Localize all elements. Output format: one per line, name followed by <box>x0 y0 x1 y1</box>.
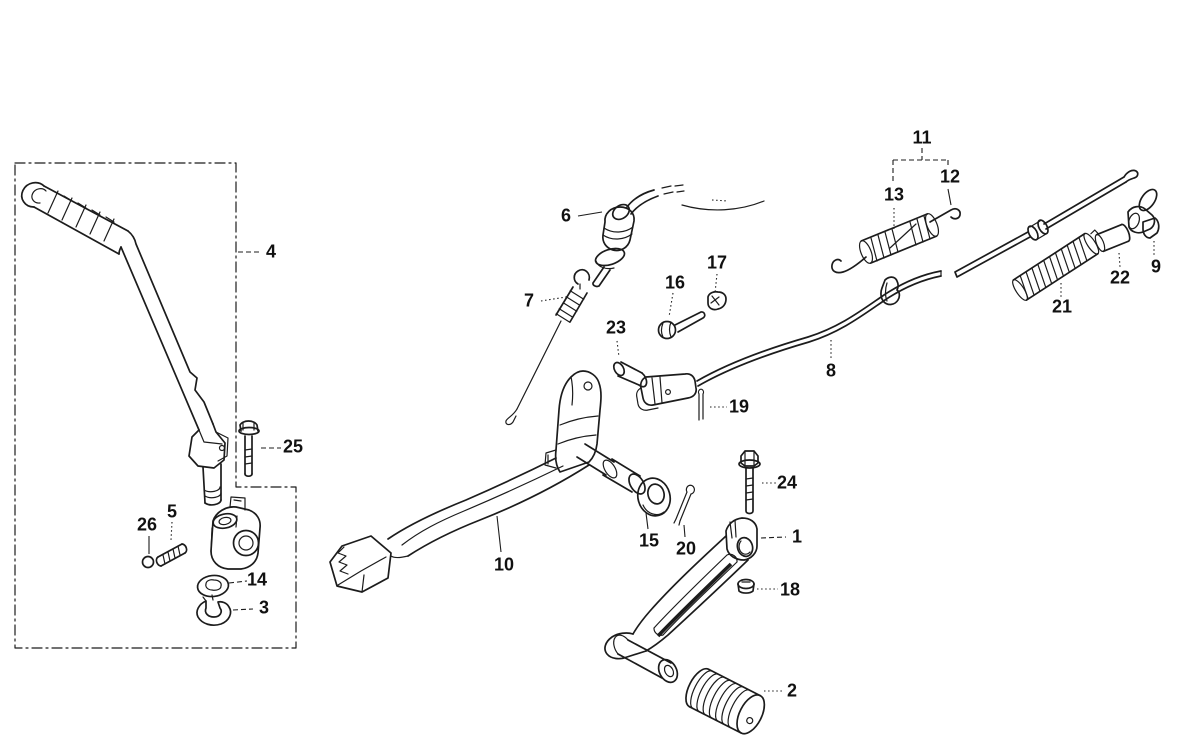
callout-19: 19 <box>728 396 750 417</box>
callout-26: 26 <box>136 514 158 535</box>
cable-arc <box>681 199 765 211</box>
set-screw-5 <box>155 543 188 567</box>
joint-pin-22 <box>1090 223 1131 253</box>
callout-21: 21 <box>1051 296 1073 317</box>
brake-rod-8 <box>636 169 1139 411</box>
callout-11: 11 <box>912 127 932 148</box>
wing-joint-9 <box>1127 188 1160 239</box>
return-spring-7 <box>505 268 591 426</box>
gear-shift-lever-1 <box>604 517 758 684</box>
brake-pedal-10 <box>329 370 646 593</box>
callout-20: 20 <box>675 538 697 559</box>
nut-17 <box>707 290 727 311</box>
callout-1: 1 <box>791 526 803 547</box>
callout-16: 16 <box>664 272 686 293</box>
oil-seal-15 <box>636 477 672 517</box>
label-11-bracket <box>892 148 952 229</box>
e-clip-3 <box>196 594 232 627</box>
adjuster-spring-21 <box>1012 232 1100 301</box>
kick-starter-lever <box>20 181 229 506</box>
callout-8: 8 <box>825 360 837 381</box>
callout-15: 15 <box>638 530 660 551</box>
callout-17: 17 <box>706 252 728 273</box>
cotter-pin-19 <box>697 388 705 421</box>
callout-2: 2 <box>786 680 798 701</box>
steel-ball-26 <box>141 555 155 569</box>
lever-holder-clamp <box>210 496 261 570</box>
callout-23: 23 <box>605 317 627 338</box>
callout-25: 25 <box>282 436 304 457</box>
callout-7: 7 <box>523 290 535 311</box>
screw-16 <box>657 311 706 340</box>
washer-14 <box>196 574 230 598</box>
cable-end-6 <box>592 184 685 288</box>
callout-24: 24 <box>776 472 798 493</box>
leader-lines <box>148 211 1155 692</box>
callout-10: 10 <box>493 554 515 575</box>
callout-18: 18 <box>779 579 801 600</box>
cap-nut-18 <box>737 578 755 594</box>
callout-4: 4 <box>265 241 277 262</box>
callout-9: 9 <box>1150 256 1162 277</box>
callout-22: 22 <box>1109 267 1131 288</box>
brake-spring-13 <box>831 207 961 274</box>
callout-3: 3 <box>258 597 270 618</box>
callout-6: 6 <box>560 205 572 226</box>
callout-14: 14 <box>246 569 268 590</box>
kick-lever-dashed-box <box>14 162 297 649</box>
flange-bolt-24 <box>738 450 761 515</box>
callout-13: 13 <box>883 184 905 205</box>
callout-5: 5 <box>166 501 178 522</box>
callout-12: 12 <box>939 166 961 187</box>
cotter-pin-20 <box>673 484 695 526</box>
pedal-rubber-2 <box>685 667 766 735</box>
flange-bolt-25 <box>238 420 260 478</box>
